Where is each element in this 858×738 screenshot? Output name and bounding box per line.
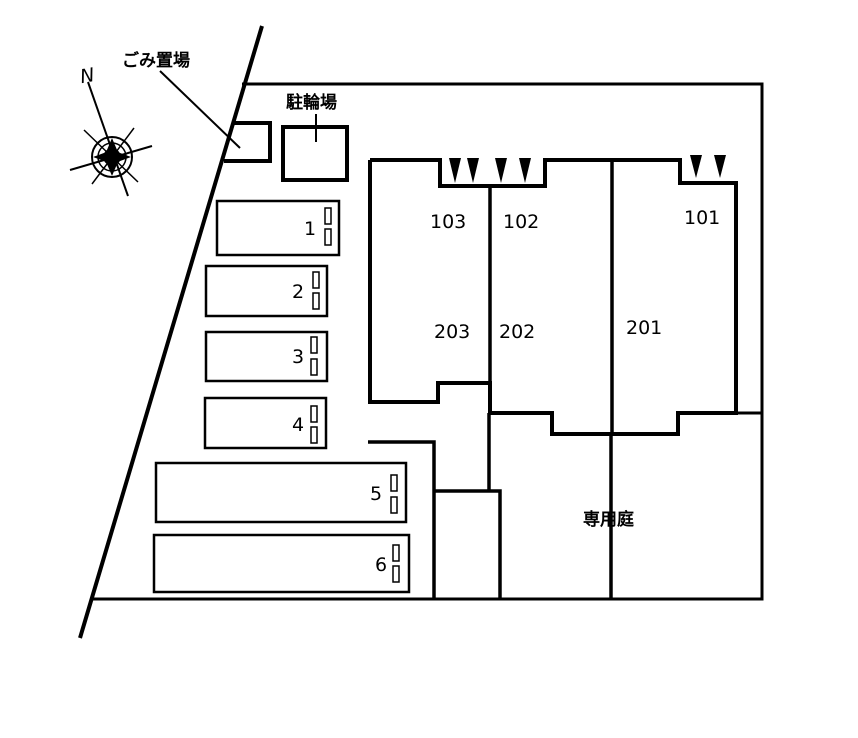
north-label: N (78, 64, 96, 88)
apartment-building (368, 158, 738, 436)
unit-202-label: 202 (499, 321, 535, 343)
parking-number: 3 (292, 346, 304, 368)
garbage-leader-line (159, 70, 241, 149)
garden-lot-lines (368, 411, 762, 599)
site-outline (93, 82, 764, 601)
parking-space-1: 1 (215, 199, 341, 257)
compass-rose-icon (69, 81, 153, 197)
entrance-arrow-icons (449, 155, 726, 183)
unit-101-label: 101 (684, 207, 720, 229)
parking-space-6: 6 (152, 533, 411, 594)
parking-number: 4 (292, 414, 304, 436)
parking-number: 2 (292, 281, 304, 303)
private-garden-label: 専用庭 (583, 509, 634, 530)
parking-number: 6 (375, 554, 387, 576)
unit-103-label: 103 (430, 211, 466, 233)
parking-space-5: 5 (154, 461, 408, 524)
unit-203-label: 203 (434, 321, 470, 343)
road-boundary-line (78, 25, 264, 639)
unit-102-label: 102 (503, 211, 539, 233)
bicycle-parking-label: 駐輪場 (286, 92, 337, 113)
garbage-area-label: ごみ置場 (122, 50, 190, 71)
garbage-area-box (224, 121, 272, 163)
parking-number: 5 (370, 483, 382, 505)
unit-201-label: 201 (626, 317, 662, 339)
parking-space-3: 3 (204, 330, 329, 383)
parking-space-2: 2 (204, 264, 329, 318)
parking-space-4: 4 (203, 396, 328, 450)
parking-number: 1 (304, 218, 316, 240)
